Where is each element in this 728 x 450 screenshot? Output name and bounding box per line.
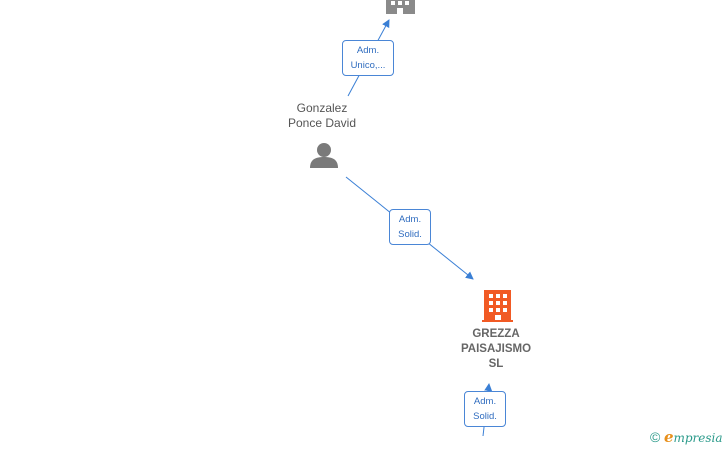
brand-name: mpresia <box>673 431 723 445</box>
company-name-line2: PAISAJISMO <box>460 343 532 355</box>
role-line2: Solid. <box>398 229 422 240</box>
brand-initial: e <box>663 428 674 446</box>
role-line2: Solid. <box>473 411 497 422</box>
person-name-line1: Gonzalez <box>296 101 348 115</box>
role-badge-adm-solid-bottom[interactable]: Adm. Solid. <box>464 391 506 427</box>
empresia-watermark: © empresia <box>650 428 723 446</box>
role-badge-adm-solid[interactable]: Adm. Solid. <box>389 209 431 245</box>
role-line1: Adm. <box>356 45 380 56</box>
person-name-label[interactable]: Gonzalez Ponce David <box>272 101 372 131</box>
top-company-building-icon[interactable] <box>386 0 415 14</box>
company-name-line1: GREZZA <box>472 328 520 340</box>
role-badge-adm-unico[interactable]: Adm. Unico,... <box>342 40 394 76</box>
person-name-line2: Ponce David <box>287 116 357 130</box>
role-line2: Unico,... <box>350 60 386 71</box>
company-building-icon[interactable] <box>482 290 513 322</box>
company-name-line3: SL <box>488 358 504 370</box>
company-name-label[interactable]: GREZZA PAISAJISMO SL <box>446 327 546 372</box>
role-line1: Adm. <box>398 214 422 225</box>
person-icon[interactable] <box>310 143 338 168</box>
role-line1: Adm. <box>473 396 497 407</box>
copyright-icon: © <box>650 429 661 445</box>
